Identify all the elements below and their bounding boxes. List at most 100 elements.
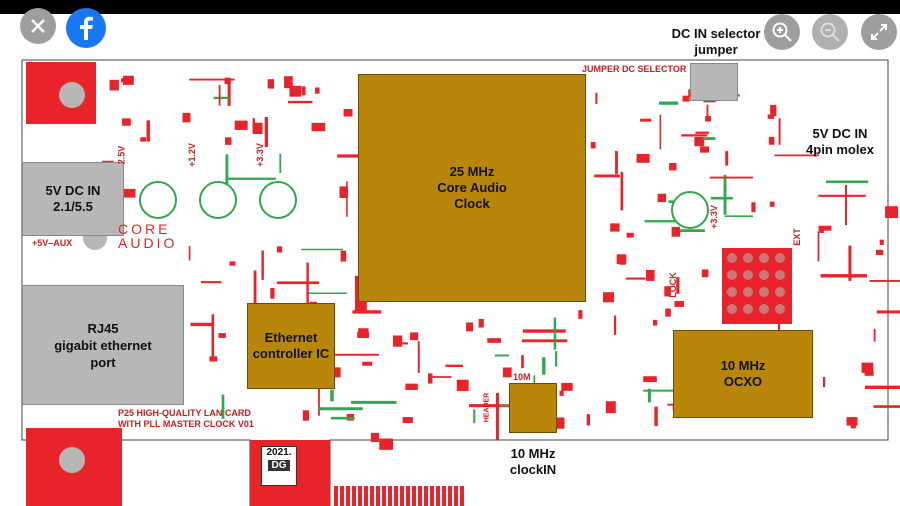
smd-pad bbox=[669, 163, 677, 171]
v33b-silk: +3.3V bbox=[708, 205, 719, 229]
edge-finger bbox=[376, 486, 380, 506]
smd-pad bbox=[502, 367, 512, 378]
dc-selector-jumper-block bbox=[690, 63, 738, 101]
edge-finger bbox=[364, 486, 368, 506]
edge-connector bbox=[334, 486, 464, 506]
10m-silk: 10M bbox=[513, 372, 531, 382]
aux-silk: +5V–AUX bbox=[32, 238, 73, 248]
bga-ball bbox=[775, 304, 785, 314]
core-audio-logo: CORE AUDIO bbox=[118, 221, 178, 251]
expand-button[interactable] bbox=[861, 14, 897, 50]
smd-pad bbox=[358, 328, 369, 338]
smd-pad bbox=[405, 383, 418, 390]
facebook-logo[interactable] bbox=[66, 8, 106, 48]
bga-ball bbox=[727, 287, 737, 297]
smd-pad bbox=[700, 146, 710, 153]
smd-pad bbox=[478, 318, 484, 328]
bga-ball bbox=[759, 270, 769, 280]
smd-pad bbox=[770, 104, 777, 117]
smd-pad bbox=[769, 201, 775, 207]
smd-pad bbox=[875, 249, 884, 255]
bga-ball bbox=[759, 304, 769, 314]
smd-pad bbox=[850, 423, 856, 429]
smd-pad bbox=[315, 87, 320, 94]
smd-pad bbox=[767, 114, 775, 119]
zoom-out-button[interactable] bbox=[812, 14, 848, 50]
edge-finger bbox=[406, 486, 410, 506]
core-audio-clock-chip: 25 MHz Core Audio Clock bbox=[358, 74, 586, 302]
edge-finger bbox=[352, 486, 356, 506]
edge-finger bbox=[454, 486, 458, 506]
bga-ball bbox=[727, 304, 737, 314]
bga-ball bbox=[743, 287, 753, 297]
edge-finger bbox=[424, 486, 428, 506]
edge-finger bbox=[430, 486, 434, 506]
edge-finger bbox=[400, 486, 404, 506]
jumper-dc-silk: JUMPER DC SELECTOR bbox=[582, 64, 687, 74]
smd-pad bbox=[379, 438, 394, 450]
regulator-capacitor bbox=[259, 181, 297, 219]
smd-pad bbox=[456, 379, 469, 392]
smd-pad bbox=[410, 332, 419, 341]
lock-silk: LOCK bbox=[667, 272, 678, 298]
smd-pad bbox=[122, 188, 136, 198]
bga-ball bbox=[743, 270, 753, 280]
smd-pad bbox=[603, 292, 615, 303]
bga-ball bbox=[759, 287, 769, 297]
smd-pad bbox=[674, 300, 684, 307]
bga-pad-grid bbox=[722, 248, 792, 324]
facebook-logo-icon bbox=[80, 16, 93, 40]
expand-icon bbox=[871, 24, 887, 40]
smd-pad bbox=[768, 136, 775, 145]
smd-pad bbox=[253, 122, 263, 134]
v25-silk: 2.5V bbox=[116, 145, 127, 165]
smd-pad bbox=[665, 308, 671, 317]
edge-finger bbox=[358, 486, 362, 506]
viewer-top-bar bbox=[0, 0, 900, 14]
smd-pad bbox=[864, 371, 874, 376]
edge-finger bbox=[394, 486, 398, 506]
smd-pad bbox=[393, 335, 403, 347]
edge-finger bbox=[442, 486, 446, 506]
smd-pad bbox=[885, 206, 899, 219]
smd-pad bbox=[671, 226, 681, 237]
smd-pad bbox=[209, 356, 218, 362]
edge-finger bbox=[370, 486, 374, 506]
smd-pad bbox=[267, 79, 274, 89]
smd-pad bbox=[590, 141, 596, 149]
smd-pad bbox=[701, 269, 709, 278]
smd-pad bbox=[751, 202, 756, 213]
close-button[interactable] bbox=[20, 8, 56, 44]
smd-pad bbox=[140, 137, 147, 142]
pcb-traces bbox=[102, 75, 900, 450]
smd-pad bbox=[578, 310, 583, 319]
smd-pad bbox=[402, 417, 413, 424]
smd-pad bbox=[311, 122, 326, 132]
smd-pad bbox=[182, 112, 191, 123]
mounting-hole-top bbox=[59, 82, 85, 108]
v12-silk: +1.2V bbox=[186, 143, 197, 167]
smd-pad bbox=[356, 300, 367, 313]
smd-pad bbox=[109, 79, 119, 91]
edge-finger bbox=[412, 486, 416, 506]
bga-ball bbox=[759, 253, 769, 263]
smd-pad bbox=[636, 153, 650, 163]
edge-finger bbox=[460, 486, 464, 506]
smd-pad bbox=[657, 193, 667, 203]
edge-finger bbox=[418, 486, 422, 506]
smd-pad bbox=[225, 137, 232, 145]
edge-finger bbox=[388, 486, 392, 506]
clock-in-callout: 10 MHz clockIN bbox=[509, 446, 557, 477]
smd-pad bbox=[122, 75, 134, 85]
smd-pad bbox=[339, 186, 348, 199]
zoom-in-button[interactable] bbox=[764, 14, 800, 50]
regulator-capacitor bbox=[139, 181, 177, 219]
bga-ball bbox=[727, 253, 737, 263]
edge-finger bbox=[382, 486, 386, 506]
smd-pad bbox=[705, 116, 711, 122]
mounting-hole-bottom bbox=[59, 447, 85, 473]
smd-pad bbox=[302, 410, 310, 421]
smd-pad bbox=[284, 76, 293, 89]
dc-in-jack: 5V DC IN 2.1/5.5 bbox=[22, 162, 124, 236]
rj45-port: RJ45 gigabit ethernet port bbox=[22, 285, 184, 405]
